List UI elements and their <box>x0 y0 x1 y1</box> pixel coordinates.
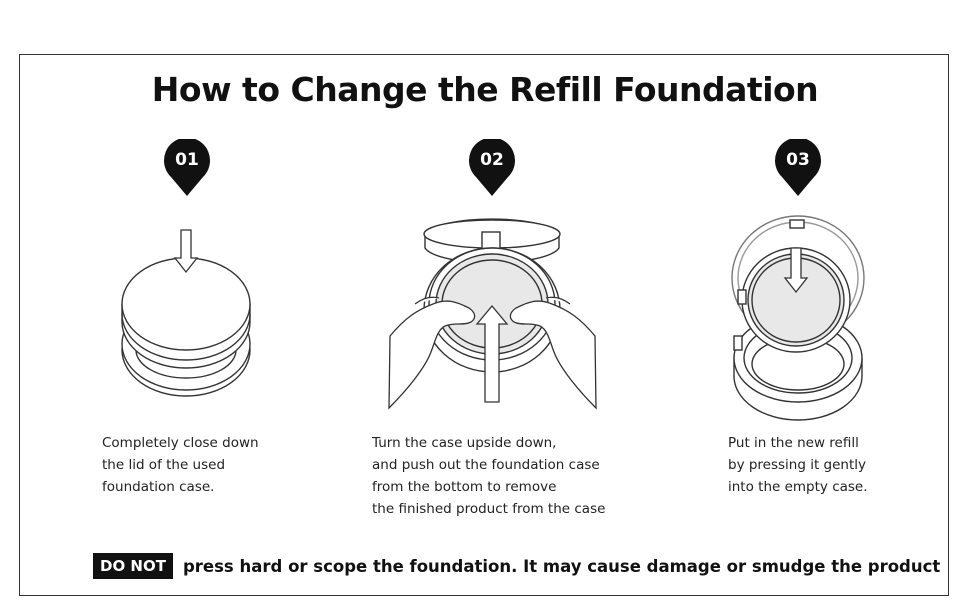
up-arrow-icon <box>475 304 509 403</box>
page-title: How to Change the Refill Foundation <box>151 70 819 109</box>
step-2-line: from the bottom to remove <box>372 479 557 495</box>
step-3-illustration <box>731 215 865 421</box>
location-pin-icon <box>775 137 821 196</box>
step-1-description: Completely close down the lid of the use… <box>102 432 259 498</box>
step-2-number: 02 <box>480 150 504 170</box>
step-2-line: Turn the case upside down, <box>372 435 557 451</box>
warning-notice: DO NOT press hard or scope the foundatio… <box>93 553 940 579</box>
instruction-frame <box>19 54 949 596</box>
step-2-pin: 02 <box>468 137 516 197</box>
step-3-line: by pressing it gently <box>728 457 867 473</box>
step-3-pin: 03 <box>774 137 822 197</box>
hands-icon <box>388 296 597 410</box>
warning-text: press hard or scope the foundation. It m… <box>182 556 941 576</box>
step-1-number: 01 <box>175 150 199 170</box>
step-2-description: Turn the case upside down, and push out … <box>372 432 605 520</box>
step-2-illustration <box>388 218 597 410</box>
step-2-line: the finished product from the case <box>372 501 606 517</box>
down-arrow-icon <box>173 229 199 274</box>
down-arrow-icon <box>783 247 809 294</box>
do-not-badge: DO NOT <box>93 553 173 579</box>
step-2-line: and push out the foundation case <box>372 457 600 473</box>
step-3-line: into the empty case. <box>728 479 868 495</box>
location-pin-icon <box>469 137 515 196</box>
step-1-line: the lid of the used <box>102 457 226 473</box>
step-3-line: Put in the new refill <box>728 435 859 451</box>
step-1-line: Completely close down <box>102 435 259 451</box>
step-1-illustration <box>121 229 251 397</box>
location-pin-icon <box>164 137 210 196</box>
step-3-number: 03 <box>786 150 810 170</box>
step-1-pin: 01 <box>163 137 211 197</box>
step-1-line: foundation case. <box>102 479 215 495</box>
step-3-description: Put in the new refill by pressing it gen… <box>728 432 868 498</box>
